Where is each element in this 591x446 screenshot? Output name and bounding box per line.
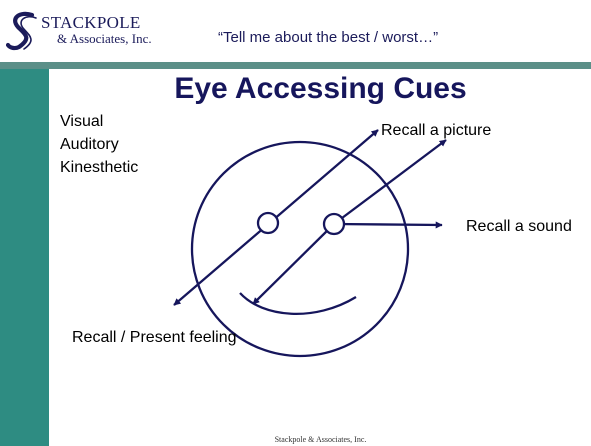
cue-auditory: Auditory <box>60 136 119 153</box>
right-eye <box>322 212 346 236</box>
face-outline <box>190 140 410 358</box>
label-recall-feeling: Recall / Present feeling <box>72 329 237 346</box>
slide-title: Eye Accessing Cues <box>174 72 467 105</box>
label-recall-sound: Recall a sound <box>466 218 572 235</box>
header-quote: “Tell me about the best / worst…” <box>218 29 439 46</box>
arrow-recall-sound <box>333 221 443 229</box>
side-bar <box>0 69 49 446</box>
left-eye <box>256 211 280 235</box>
header: STACKPOLE & Associates, Inc. “Tell me ab… <box>0 0 591 62</box>
cue-visual: Visual <box>60 113 104 130</box>
arrow-construct-picture <box>333 139 447 225</box>
logo-name: STACKPOLE <box>41 13 141 32</box>
arrow-construct-feeling <box>252 223 335 305</box>
logo-subtitle: & Associates, Inc. <box>57 31 152 46</box>
cue-kinesthetic: Kinesthetic <box>60 159 139 176</box>
stackpole-logo-icon <box>6 11 37 51</box>
label-recall-picture: Recall a picture <box>381 122 492 139</box>
footer: Stackpole & Associates, Inc. <box>274 435 367 444</box>
mouth <box>239 292 357 315</box>
header-rule <box>0 62 591 69</box>
